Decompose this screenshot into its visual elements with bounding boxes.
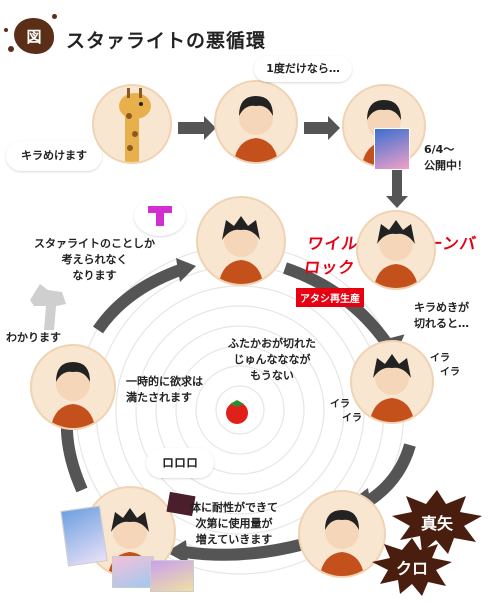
tolerance-text: 体に耐性ができて 次第に使用量が 増えていきます <box>190 501 278 546</box>
release-note: 6/4〜 公開中！ <box>424 143 468 172</box>
tomato-icon <box>226 402 248 424</box>
giraffe-silhouette <box>30 284 66 330</box>
panel-once <box>214 80 298 164</box>
panel-giraffe <box>92 84 172 164</box>
kirameki-text: キラめきが 切れると… <box>414 301 469 330</box>
person-icon <box>233 96 279 162</box>
ira-label: イラ <box>430 353 450 364</box>
arrow-right-icon <box>304 116 340 140</box>
poster-image <box>150 560 194 592</box>
bubble-kirameke: キラめけます <box>6 141 102 171</box>
futaka-text: ふたかおが切れた じゅんなななが もうない <box>228 337 316 382</box>
title-bar: 図 スタァライトの悪循環 <box>0 0 491 64</box>
person-icon <box>50 362 96 428</box>
panel-starlight-only <box>196 196 286 286</box>
shocked-person-icon <box>319 510 365 576</box>
bubble-once: 1度だけなら… <box>254 56 352 82</box>
figure-badge: 図 <box>14 18 54 54</box>
poster-image <box>60 505 108 567</box>
panel-irritated <box>350 340 434 424</box>
ink-splatter <box>4 28 8 32</box>
ink-splatter <box>52 14 57 19</box>
burst-kuro: クロ <box>372 538 452 596</box>
angry-person-icon <box>373 220 419 288</box>
burst-shinya: 真矢 <box>392 490 482 554</box>
panel-shock <box>298 490 386 578</box>
yokkyu-text: 一時的に欲求は 満たされます <box>126 375 203 404</box>
thought-bubble <box>134 196 186 236</box>
giraffe-icon <box>119 88 151 162</box>
irritated-person-icon <box>369 354 415 422</box>
starlight-only-text: スタァライトのことしか 考えられなく なります <box>34 237 155 282</box>
bubble-roro: ロロロ <box>146 448 214 478</box>
page-title: スタァライトの悪循環 <box>66 30 267 52</box>
t-shape-icon <box>148 206 172 226</box>
panel-satisfied <box>30 344 116 430</box>
ira-label: イラ <box>342 413 362 424</box>
movie-poster-image <box>374 128 410 170</box>
angry-person-icon <box>218 216 264 284</box>
ira-label: イラ <box>440 367 460 378</box>
red-tag: アタシ再生産 <box>296 288 364 307</box>
panel-wild <box>356 210 436 290</box>
poster-image <box>112 556 154 588</box>
wakarimasu-text: わかります <box>6 331 61 344</box>
ink-splatter <box>8 46 14 52</box>
arrow-down-icon <box>392 170 402 198</box>
arrow-right-icon <box>178 116 216 140</box>
ira-label: イラ <box>330 399 350 410</box>
